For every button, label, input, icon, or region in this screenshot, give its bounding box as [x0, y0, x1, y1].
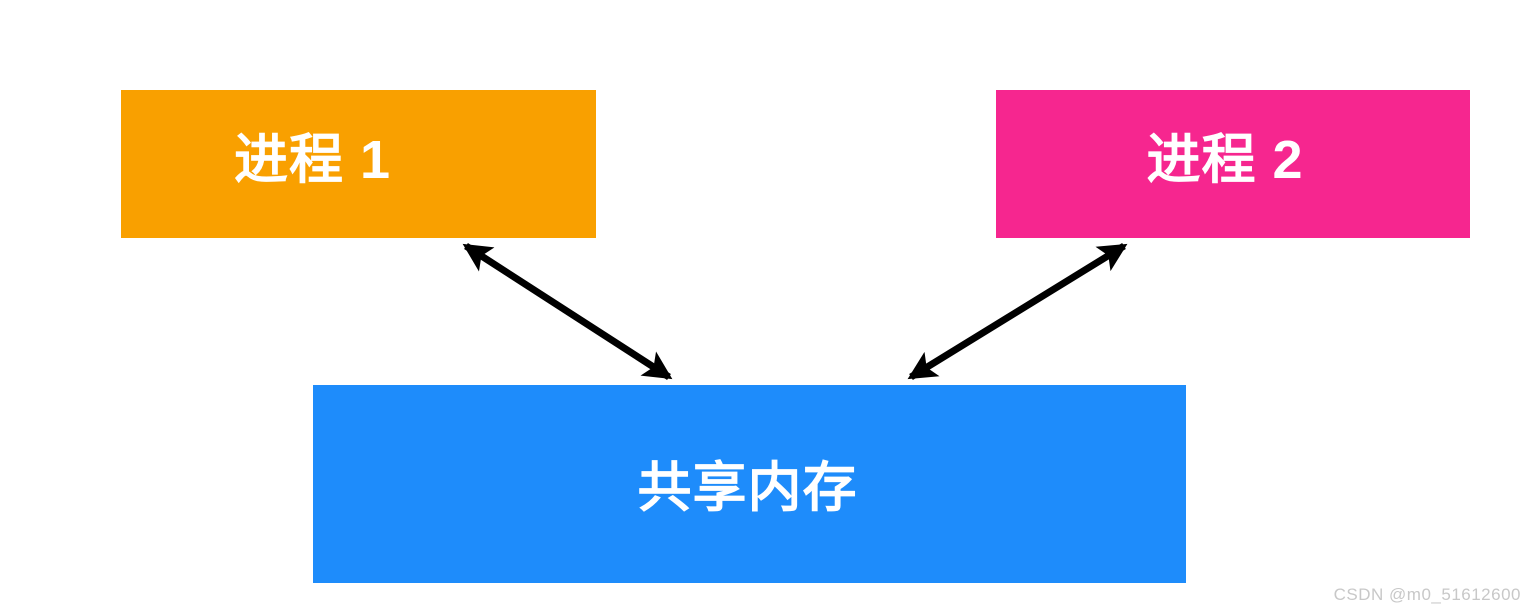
node-process-2[interactable]: 进程 2 — [996, 90, 1470, 238]
node-shared-memory[interactable]: 共享内存 — [313, 385, 1186, 583]
node-process-2-label: 进程 2 — [1146, 130, 1304, 190]
connector-sharedmemory-process2 — [907, 243, 1128, 380]
node-shared-memory-label: 共享内存 — [637, 458, 858, 518]
connector-process1-sharedmemory — [462, 243, 673, 380]
node-process-1[interactable]: 进程 1 — [121, 90, 596, 238]
watermark-text: CSDN @m0_51612600 — [1333, 585, 1521, 604]
node-process-1-label: 进程 1 — [233, 130, 392, 190]
